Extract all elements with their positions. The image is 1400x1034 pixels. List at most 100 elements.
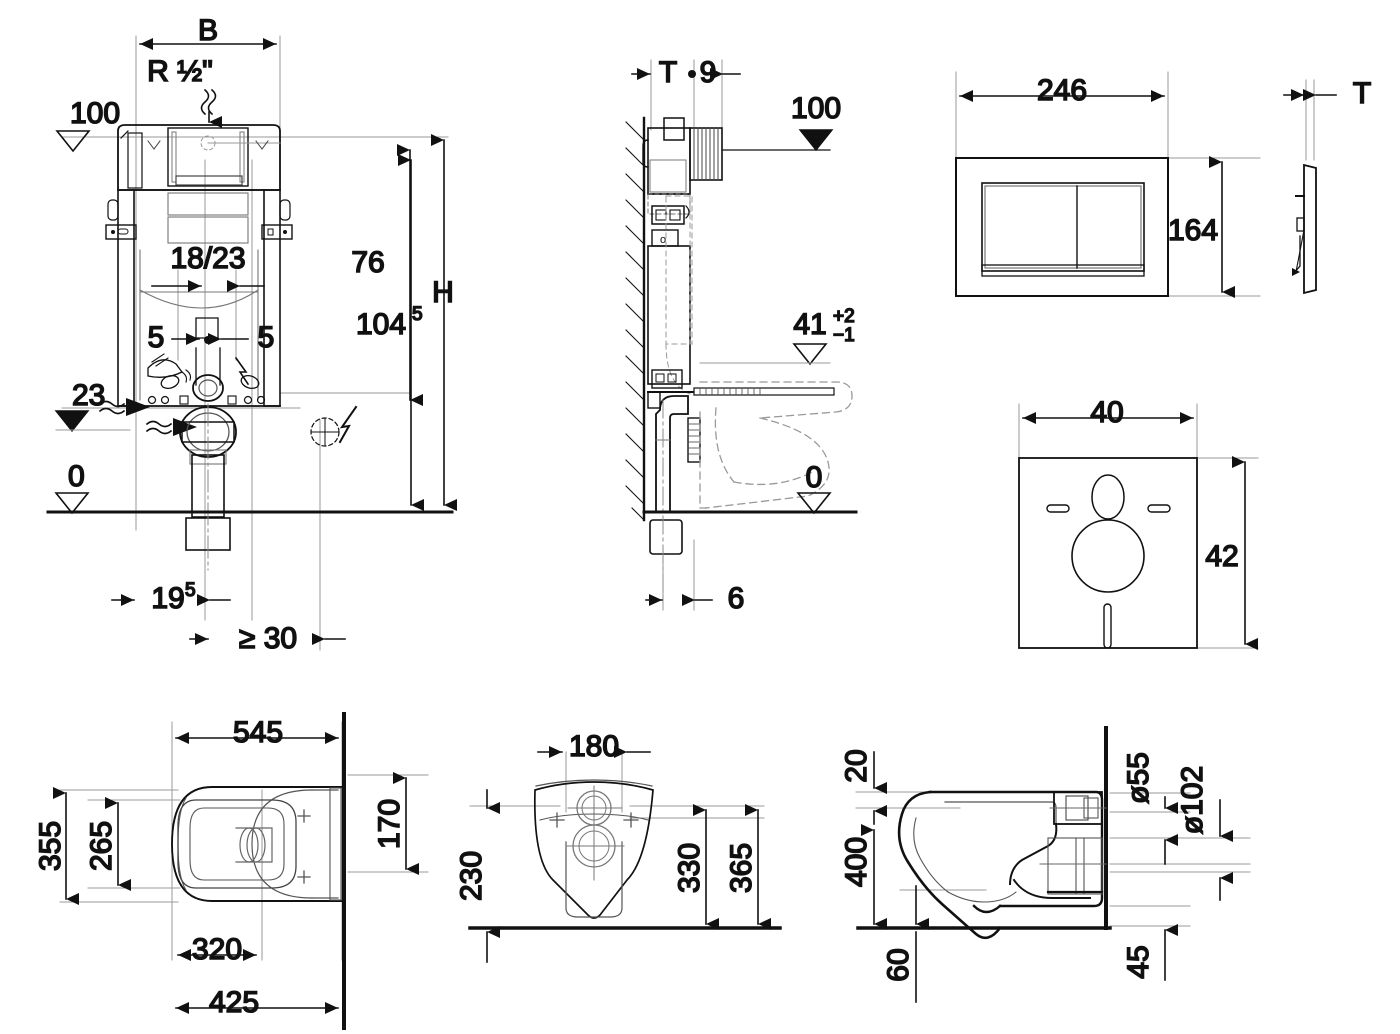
dim-label-355: 355 xyxy=(34,821,67,871)
dim-label-425: 425 xyxy=(209,986,259,1019)
water-flow-symbols xyxy=(98,398,197,436)
dim-45: 45 xyxy=(1121,924,1178,981)
insulation-mat-body xyxy=(1018,457,1198,649)
dim-164: 164 xyxy=(1167,156,1235,298)
dim-5-left: 5 xyxy=(147,320,200,355)
cistern-outline xyxy=(117,124,281,191)
dim-label-41: 41 xyxy=(793,308,826,341)
dim-label-400: 400 xyxy=(840,837,873,887)
dim-label-dia-102: ø102 xyxy=(1176,766,1209,834)
dim-365: 365 xyxy=(724,804,771,930)
dim-min-30: ≥ 30 xyxy=(189,621,346,656)
wall-hatch xyxy=(625,116,646,522)
dim-40: 40 xyxy=(1022,395,1194,430)
view-flush-plate-side: T xyxy=(1283,76,1372,295)
level-marker-100: 100 xyxy=(55,96,121,153)
level-label-23: 23 xyxy=(72,379,105,412)
wc-side-body xyxy=(897,790,1107,940)
dim-label-H: H xyxy=(432,276,454,309)
dim-label-230: 230 xyxy=(455,851,488,901)
dim-label-545: 545 xyxy=(233,716,283,749)
dim-T-plate: T xyxy=(1283,76,1372,111)
view-sound-insulation-mat: 40 42 xyxy=(1018,395,1259,650)
level-label-100-side: 100 xyxy=(791,92,841,125)
level-marker-0-side: 0 xyxy=(642,460,858,515)
flush-plate-body xyxy=(955,157,1169,297)
dim-label-dia-55: ø55 xyxy=(1122,752,1155,804)
wc-front-body xyxy=(533,779,654,919)
level-label-0: 0 xyxy=(68,460,85,493)
dim-5-right: 5 xyxy=(208,320,275,355)
dim-180: 180 xyxy=(537,729,651,764)
dim-label-42: 42 xyxy=(1205,540,1238,573)
view-wc-side: 20 xyxy=(839,726,1251,1003)
dim-label-T-side: T xyxy=(659,56,677,89)
dim-label-min-30: ≥ 30 xyxy=(239,622,297,655)
dim-20: 20 xyxy=(839,749,887,825)
view-wc-front: 180 230 xyxy=(454,729,782,963)
seat-height-marker-41: 41 +2 −1 xyxy=(699,305,855,366)
dim-label-170: 170 xyxy=(373,799,406,849)
drain-pipe-side xyxy=(649,395,689,601)
dim-19-5: 19 5 xyxy=(111,579,231,616)
dim-label-330: 330 xyxy=(673,843,706,893)
dim-76: 76 xyxy=(351,144,423,406)
dim-label-19-sup: 5 xyxy=(185,580,196,601)
dim-label-9: 9 xyxy=(700,56,717,89)
cistern-side-body: o xyxy=(642,117,723,409)
view-frame-side: T 9 100 xyxy=(625,55,858,616)
level-marker-100-side: 100 xyxy=(721,91,842,152)
dim-9: 9 xyxy=(699,55,741,90)
dim-355: 355 xyxy=(33,787,79,905)
dim-label-104: 104 xyxy=(356,308,406,341)
wall-bolt xyxy=(687,387,835,463)
svg-text:o: o xyxy=(660,234,666,246)
mounting-points-top xyxy=(297,809,311,884)
dim-230: 230 xyxy=(454,789,500,963)
flush-plate-profile xyxy=(1292,163,1317,295)
dim-dia-102: ø102 xyxy=(1175,765,1233,901)
dim-label-T-plate: T xyxy=(1353,77,1371,110)
dim-label-R: R ½" xyxy=(147,55,213,88)
dim-T-side: T xyxy=(631,55,696,90)
dim-B: B xyxy=(139,13,277,50)
view-wc-top: 545 355 2 xyxy=(33,712,429,1030)
dim-label-5-right: 5 xyxy=(258,321,275,354)
dim-label-6: 6 xyxy=(728,582,745,615)
dim-label-180: 180 xyxy=(569,730,619,763)
dim-label-41-plus: +2 xyxy=(833,306,855,327)
view-frame-front: B R ½" 100 xyxy=(46,13,457,656)
wc-dashed-outline xyxy=(699,381,853,509)
view-flush-plate-front: 246 164 xyxy=(955,71,1261,298)
dim-400: 400 xyxy=(839,824,887,930)
drain-connector xyxy=(179,403,237,571)
dim-545: 545 xyxy=(175,715,339,750)
dim-dia-55: ø55 xyxy=(1121,751,1178,865)
dim-265: 265 xyxy=(84,797,131,891)
level-marker-0: 0 xyxy=(46,459,454,515)
level-label-100: 100 xyxy=(70,97,120,130)
level-marker-23: 23 xyxy=(54,378,131,433)
dim-label-B: B xyxy=(198,14,218,47)
dim-label-76: 76 xyxy=(351,246,384,279)
wc-top-body xyxy=(171,786,345,902)
dim-320: 320 xyxy=(177,932,257,967)
dim-170: 170 xyxy=(372,772,419,875)
dim-label-104-sup: 5 xyxy=(412,304,423,325)
dim-label-5-left: 5 xyxy=(148,321,165,354)
dim-H: H xyxy=(431,134,457,511)
electrical-symbol xyxy=(310,405,358,447)
dim-label-246: 246 xyxy=(1037,74,1087,107)
dim-label-164: 164 xyxy=(1168,214,1218,247)
dim-label-19: 19 xyxy=(151,582,184,615)
water-connection-marker: R ½" xyxy=(146,54,222,128)
dim-425: 425 xyxy=(175,985,339,1020)
cistern-inner-details xyxy=(139,192,259,401)
dim-label-41-minus: −1 xyxy=(833,325,855,346)
dim-18-23: 18/23 xyxy=(151,241,265,292)
dim-42: 42 xyxy=(1205,456,1258,650)
frame-uprights xyxy=(105,189,293,407)
dim-label-265: 265 xyxy=(85,821,118,871)
flush-valve-internals xyxy=(147,317,266,405)
